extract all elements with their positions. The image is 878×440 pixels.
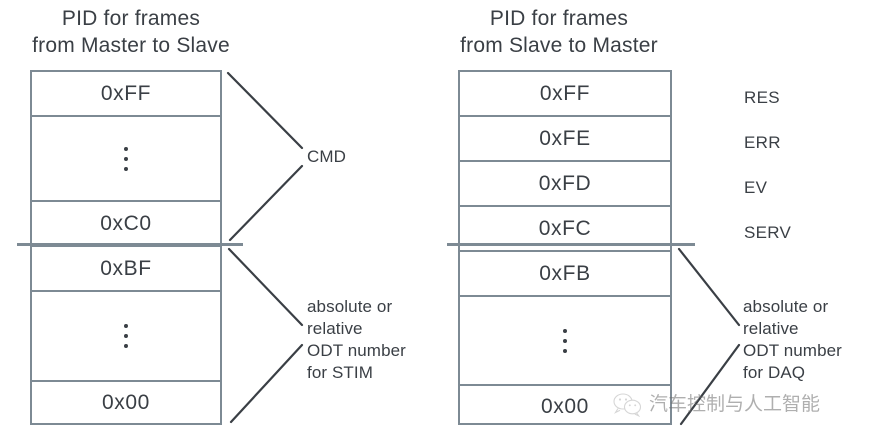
annotation-daq-line3: ODT number (743, 341, 842, 360)
leader-cmd-bottom (228, 164, 304, 242)
pid-value: 0xFD (538, 172, 592, 195)
title-left-line1: PID for frames (61, 7, 201, 30)
table-row-ellipsis (32, 292, 220, 382)
side-label-err: ERR (744, 133, 781, 152)
annotation-stim-line1: absolute or (307, 297, 393, 316)
table-row: 0xFF (460, 72, 670, 117)
title-right-line2: from Slave to Master (460, 34, 658, 57)
annotation-stim-line2: relative (307, 319, 363, 338)
pid-table-master-to-slave: 0xFF 0xC0 0xBF 0x00 (30, 70, 222, 425)
annotation-cmd: CMD (307, 147, 347, 166)
annotation-daq: absolute or relative ODT number for DAQ (743, 296, 842, 384)
leader-daq-top (677, 247, 741, 327)
annotation-daq-line2: relative (743, 319, 799, 338)
pid-value: 0xFF (539, 82, 591, 105)
table-row: 0xC0 (32, 202, 220, 247)
side-label-res: RES (744, 88, 780, 107)
wechat-logo-icon (613, 393, 642, 417)
divider-line-left (17, 243, 243, 246)
leader-cmd-top (226, 71, 304, 150)
leader-stim-top (227, 247, 304, 327)
divider-line-right (447, 243, 695, 246)
table-row: 0xFB (460, 252, 670, 297)
annotation-daq-line4: for DAQ (743, 363, 806, 382)
table-row: 0xFC (460, 207, 670, 252)
table-row-ellipsis (460, 297, 670, 386)
pid-value: 0xBF (100, 257, 152, 280)
watermark-text: 汽车控制与人工智能 (649, 393, 821, 415)
table-row: 0x00 (460, 386, 670, 427)
pid-table-slave-to-master: 0xFF 0xFE 0xFD 0xFC 0xFB 0x00 (458, 70, 672, 425)
pid-value: 0xC0 (100, 212, 152, 235)
page-title-slave-to-master: PID for frames from Slave to Master (434, 5, 684, 59)
side-label-serv: SERV (744, 223, 792, 242)
pid-value: 0xFC (538, 217, 592, 240)
pid-value: 0x00 (541, 395, 589, 418)
title-left-line2: from Master to Slave (32, 34, 230, 57)
vertical-ellipsis-icon (124, 318, 128, 354)
pid-value: 0x00 (102, 391, 150, 414)
pid-value: 0xFB (539, 262, 591, 285)
title-right-line1: PID for frames (489, 7, 629, 30)
pid-value: 0xFF (100, 82, 152, 105)
page-title-master-to-slave: PID for frames from Master to Slave (6, 5, 256, 59)
watermark: 汽车控制与人工智能 (612, 392, 820, 417)
vertical-ellipsis-icon (124, 141, 128, 177)
side-label-ev: EV (744, 178, 768, 197)
table-row: 0xFE (460, 117, 670, 162)
annotation-stim-line3: ODT number (307, 341, 406, 360)
pid-value: 0xFE (539, 127, 591, 150)
table-row: 0x00 (32, 382, 220, 423)
table-row: 0xFD (460, 162, 670, 207)
vertical-ellipsis-icon (563, 323, 567, 359)
annotation-stim: absolute or relative ODT number for STIM (307, 296, 406, 384)
table-row: 0xBF (32, 247, 220, 292)
annotation-daq-line1: absolute or (743, 297, 829, 316)
table-row-ellipsis (32, 117, 220, 202)
leader-stim-bottom (229, 343, 304, 424)
annotation-stim-line4: for STIM (307, 363, 373, 382)
table-row: 0xFF (32, 72, 220, 117)
